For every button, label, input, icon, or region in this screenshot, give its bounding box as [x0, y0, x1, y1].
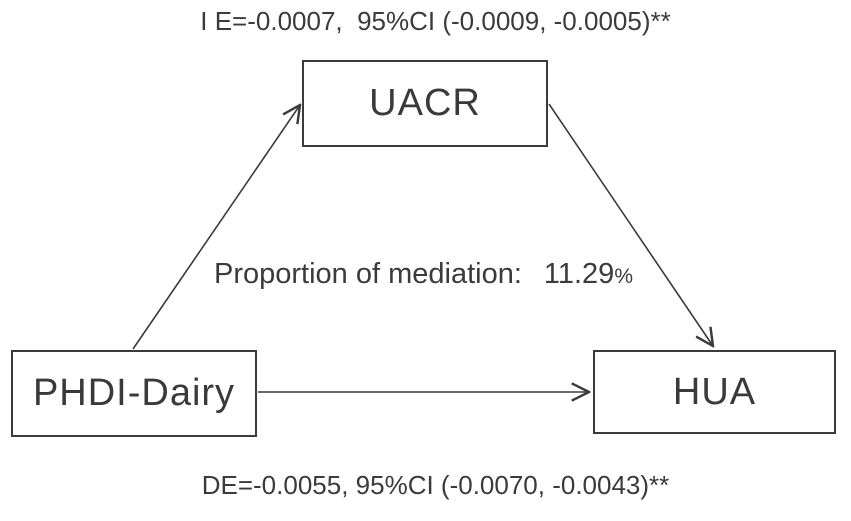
node-phdi-dairy: PHDI-Dairy	[11, 350, 257, 437]
node-uacr: UACR	[302, 60, 548, 147]
proportion-label: Proportion of mediation:	[213, 258, 522, 290]
arrow-phdi-to-uacr	[132, 105, 300, 350]
direct-effect-label: DE=-0.0055, 95%CI (-0.0070, -0.0043)**	[201, 470, 670, 500]
node-uacr-label: UACR	[369, 82, 481, 124]
node-hua: HUA	[593, 350, 836, 434]
proportion-of-mediation: Proportion of mediation: 11.29%	[0, 258, 849, 291]
node-hua-label: HUA	[672, 370, 757, 413]
indirect-effect-label: I E=-0.0007, 95%CI (-0.0009, -0.0005)**	[200, 6, 671, 36]
arrow-uacr-to-hua	[548, 103, 713, 346]
node-phdi-dairy-label: PHDI-Dairy	[32, 372, 236, 414]
percent-sign: %	[614, 265, 633, 288]
proportion-value: 11.29	[543, 258, 615, 290]
